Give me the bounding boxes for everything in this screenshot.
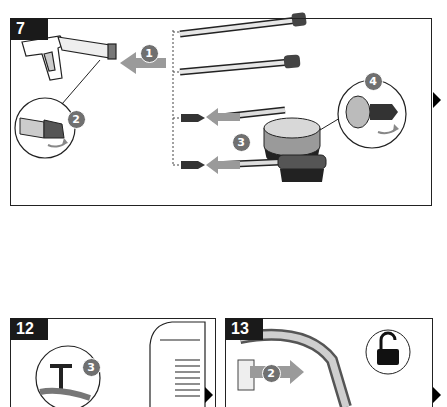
lock-body: [377, 349, 399, 365]
handle: [240, 335, 346, 407]
machine-grille: [175, 360, 200, 396]
callout-number: 2: [262, 364, 281, 383]
rotation-arrow: [62, 138, 68, 145]
handle: [240, 335, 346, 407]
next-marker: [205, 387, 213, 403]
icon-circle: [366, 330, 410, 374]
dotted-line: [173, 30, 174, 165]
brush-top: [264, 118, 320, 138]
step-panel: 12 3: [10, 318, 216, 407]
grille-line: [175, 383, 200, 384]
gun-barrel: [58, 37, 110, 58]
callout-number: 2: [67, 110, 86, 129]
dotted-line: [173, 165, 180, 166]
grille-line: [175, 377, 200, 378]
gun-coupling: [108, 44, 116, 59]
callout-circle: [364, 72, 382, 90]
lance: [180, 12, 307, 34]
step-number: 13: [231, 320, 249, 337]
coupling-part: [20, 118, 44, 138]
next-marker: [433, 387, 441, 403]
lance: [180, 54, 301, 72]
callout-circle: [140, 44, 158, 62]
spray-gun: [22, 36, 116, 80]
step-badge: 12: [10, 318, 48, 340]
magnifier-circle: [15, 98, 75, 158]
detail-magnifier: [15, 98, 75, 158]
machine: [150, 322, 205, 407]
callout-circle: [232, 133, 250, 151]
step-badge: 13: [225, 318, 263, 340]
step-number: 7: [16, 20, 25, 37]
push-arrow: [206, 156, 240, 174]
callout-number: 4: [364, 72, 383, 91]
callout-circle: [82, 358, 100, 376]
callout-number: 3: [82, 358, 101, 377]
lance-tube: [180, 20, 298, 34]
gun-trigger: [44, 52, 55, 71]
machine-handle: [160, 339, 200, 340]
callout-number: 2: [262, 364, 281, 383]
step-panel: 7 1 2 3 4: [10, 18, 432, 206]
nozzle-adapter: [181, 114, 205, 122]
push-arrow: [250, 360, 304, 384]
leader-line: [320, 118, 340, 130]
callout-number: 3: [232, 133, 251, 152]
coupling-part: [44, 120, 64, 138]
lance-tip: [284, 54, 301, 68]
callout-number: 2: [67, 110, 86, 129]
grille-line: [175, 395, 200, 396]
brush-socket: [346, 96, 370, 128]
lock-shackle: [381, 333, 395, 350]
grille-line: [175, 389, 200, 390]
dotted-guide: [173, 30, 180, 165]
callout-number: 3: [82, 358, 101, 377]
unlock-icon: [366, 330, 410, 374]
magnifier-circle: [36, 346, 100, 407]
grille-line: [175, 365, 200, 366]
step-number: 12: [16, 320, 34, 337]
brush-bristles: [280, 169, 324, 182]
grille-line: [175, 371, 200, 372]
dotted-line: [173, 32, 180, 33]
callout-circle: [262, 364, 280, 382]
lance-tube: [180, 62, 290, 72]
callout-number: 4: [364, 72, 383, 91]
brush-head: [278, 155, 326, 169]
callout-circle: [67, 110, 85, 128]
hose: [40, 391, 90, 398]
leader-line: [62, 60, 100, 104]
lance-tube: [180, 20, 298, 34]
machine-body: [150, 322, 205, 407]
callout-number: 1: [140, 44, 159, 63]
dotted-line: [173, 72, 180, 73]
callout-number: 3: [232, 133, 251, 152]
nozzle-adapter: [181, 161, 205, 169]
threaded-adapter: [370, 104, 398, 120]
step-panel: 13 2: [225, 318, 433, 407]
detail-magnifier: [36, 346, 100, 407]
callout-number: 1: [140, 44, 159, 63]
lance-tube: [180, 62, 290, 72]
push-arrow: [206, 108, 240, 126]
machine-handle-detail: [238, 335, 346, 407]
next-marker: [433, 92, 441, 108]
dotted-line: [173, 118, 180, 119]
grille-line: [175, 359, 200, 360]
step-badge: 7: [10, 18, 48, 40]
lance-tip: [291, 12, 306, 27]
rotation-arrow: [393, 124, 399, 132]
